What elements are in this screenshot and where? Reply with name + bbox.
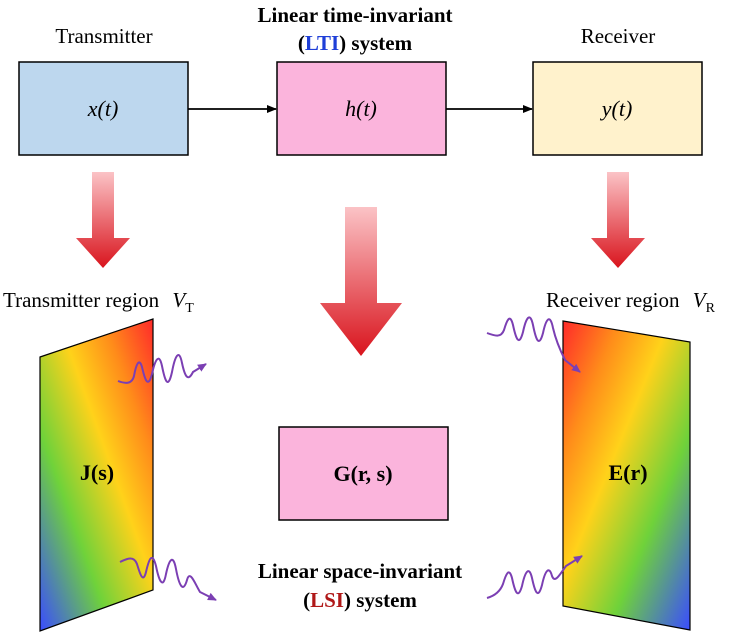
transmitter-region-symbol: V [172,288,186,312]
h-of-t: h(t) [345,96,377,121]
h-box [276,61,447,156]
red-down-arrow-left [76,172,130,268]
lti-title-line1: Linear time-invariant [257,3,453,27]
lsi-title-line2: (LSI) system [303,588,417,612]
transmitter-label: Transmitter [55,24,153,48]
lti-title-line2: (LTI) system [297,31,413,55]
y-box [532,61,703,156]
receiver-region-symbol: V [692,288,706,312]
wave-receiver-lower [486,555,583,599]
wave-transmitter-upper [117,354,207,384]
g-box [278,426,449,521]
E-of-r: E(r) [608,460,648,485]
lti-acronym: LTI [304,31,340,55]
red-down-arrow-center [320,207,402,356]
wave-transmitter-lower [119,556,217,601]
wave-receiver-upper [486,316,581,373]
y-of-t: y(t) [601,96,633,121]
transmitter-region-surface [39,318,154,632]
lsi-title-line1: Linear space-invariant [257,559,463,583]
J-of-s: J(s) [79,460,115,485]
receiver-region-subscript: R [705,301,715,317]
transmitter-region-label: Transmitter region VT [3,290,194,316]
receiver-label: Receiver [580,24,656,48]
lsi-title-suffix: system [350,588,417,612]
x-of-t: x(t) [87,96,119,121]
lsi-acronym: LSI [310,588,344,612]
transmitter-region-subscript: T [185,301,194,317]
G-of-r-s: G(r, s) [333,461,393,486]
receiver-region-surface [562,320,691,631]
transmitter-region-text: Transmitter region [3,288,160,312]
receiver-region-text: Receiver region [546,288,680,312]
receiver-region-label: Receiver region VR [546,290,715,316]
red-down-arrow-right [591,172,645,268]
lti-title-suffix: system [346,31,413,55]
x-box [18,61,189,156]
